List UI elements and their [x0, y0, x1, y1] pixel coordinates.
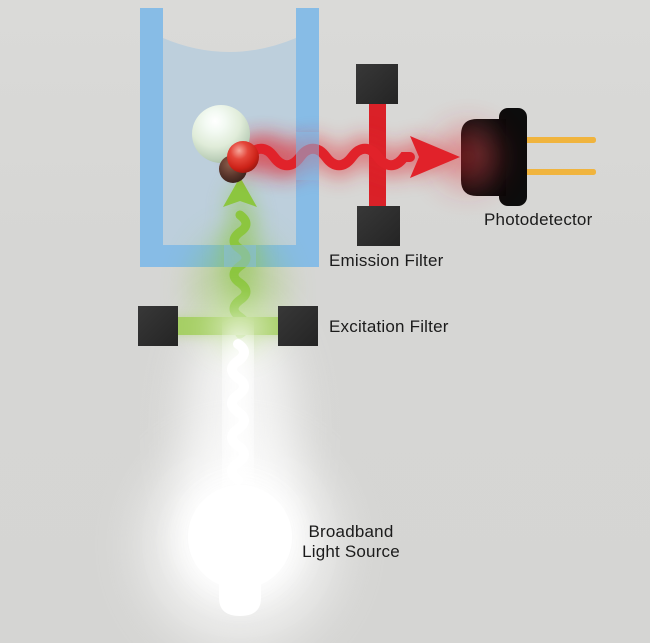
- photodetector-lead-bottom: [522, 169, 596, 175]
- excitation-filter-block-left: [138, 306, 178, 346]
- photodetector-label: Photodetector: [484, 210, 593, 229]
- emission-arrowhead: [410, 136, 460, 178]
- light-source-label: Broadband Light Source: [281, 522, 421, 562]
- emission-filter-block-bottom: [357, 206, 400, 246]
- source-beam-wave: [227, 339, 249, 485]
- excitation-filter-haze: [212, 304, 268, 356]
- emission-beam-arrow: [243, 136, 460, 178]
- light-source-label-line2: Light Source: [302, 542, 400, 561]
- excitation-filter-label: Excitation Filter: [329, 317, 449, 336]
- photodetector-lead-top: [522, 137, 596, 143]
- cuvette-wall-tint: [296, 132, 319, 180]
- excitation-arrowhead: [223, 177, 257, 207]
- excitation-filter-block-right: [278, 306, 318, 346]
- emission-filter-label: Emission Filter: [329, 251, 444, 270]
- excitation-filter: [138, 304, 318, 356]
- emission-glow-detector: [438, 127, 498, 187]
- bead-red: [227, 141, 259, 173]
- emission-filter: [356, 64, 400, 246]
- light-bulb: [188, 485, 292, 616]
- cuvette-left-wall: [140, 8, 163, 267]
- emission-filter-block-top: [356, 64, 398, 104]
- light-bulb-halo: [194, 491, 286, 583]
- cuvette-bottom-tint: [224, 245, 256, 267]
- light-source-label-line1: Broadband: [308, 522, 394, 541]
- sample-beads: [192, 105, 259, 183]
